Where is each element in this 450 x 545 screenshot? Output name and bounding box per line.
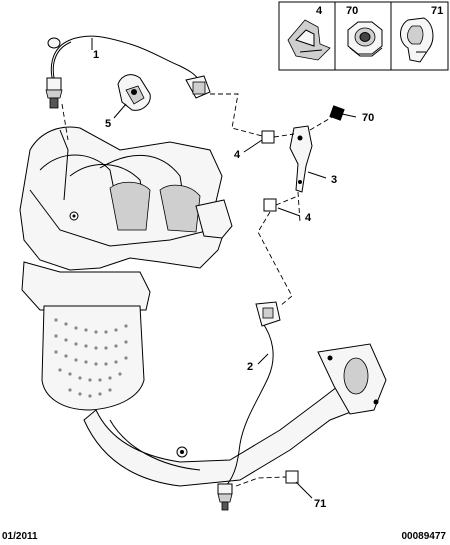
- downstream-oxygen-sensor: [217, 301, 281, 511]
- callout-3: 3: [331, 174, 337, 186]
- clip-part-icon: [287, 19, 331, 61]
- heat-shield-bracket: [289, 125, 313, 193]
- routing-lines: [61, 93, 335, 487]
- clip-marker-upper: [261, 130, 275, 144]
- sensor-bracket: [117, 74, 151, 111]
- nut-part-icon: [347, 21, 383, 57]
- leader-lines: [91, 38, 357, 499]
- inset-label-nut: 70: [346, 5, 358, 17]
- callout-5: 5: [105, 118, 111, 130]
- holder-marker: [285, 470, 299, 484]
- exhaust-manifold: [19, 126, 233, 271]
- clip-marker-lower: [263, 198, 277, 212]
- cable-holder-part-icon: [400, 17, 434, 63]
- callout-2: 2: [247, 361, 253, 373]
- footer-date: 01/2011: [2, 531, 38, 542]
- inset-parts-box: 4 70 71: [278, 1, 449, 71]
- exhaust-down-pipe: [83, 343, 387, 487]
- catalytic-converter: [21, 261, 151, 411]
- inset-label-holder: 71: [431, 5, 443, 17]
- nut-marker: [329, 105, 345, 121]
- upstream-oxygen-sensor: [45, 35, 211, 109]
- callout-1: 1: [93, 49, 99, 61]
- inset-label-clip: 4: [316, 5, 323, 17]
- callout-4-lower: 4: [305, 212, 312, 224]
- callout-70: 70: [362, 112, 374, 124]
- footer-reference: 00089477: [401, 531, 447, 542]
- callout-71: 71: [314, 498, 326, 510]
- callout-4-upper: 4: [234, 149, 241, 161]
